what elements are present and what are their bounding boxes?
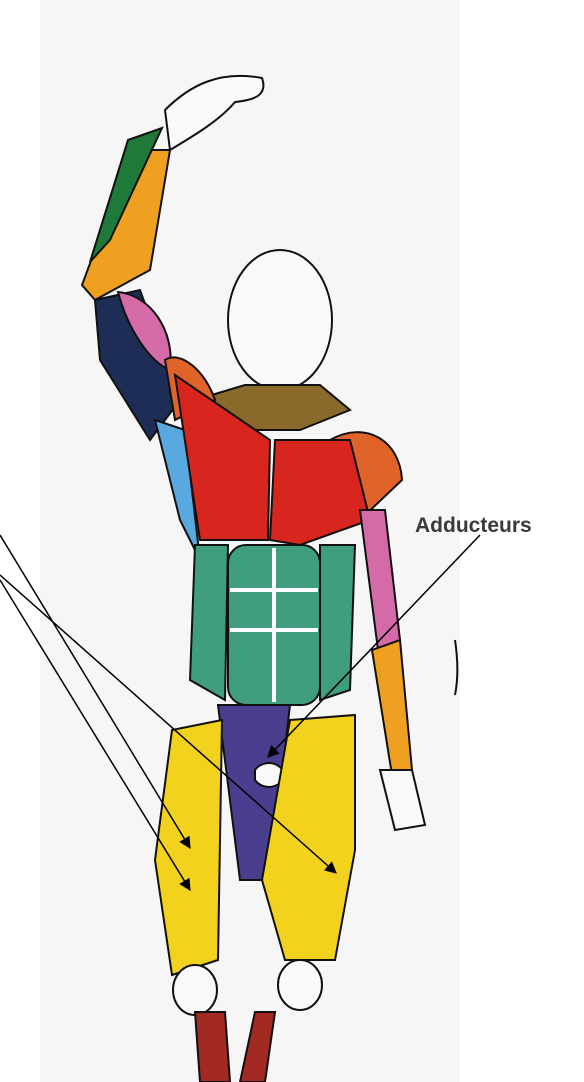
head: [228, 250, 332, 390]
oblique-right: [320, 545, 355, 700]
knee-right: [278, 960, 322, 1010]
tibialis-left: [195, 1012, 230, 1082]
oblique-left: [190, 545, 228, 700]
label-adducteurs: Adducteurs: [415, 514, 532, 538]
knee-left: [173, 965, 217, 1015]
